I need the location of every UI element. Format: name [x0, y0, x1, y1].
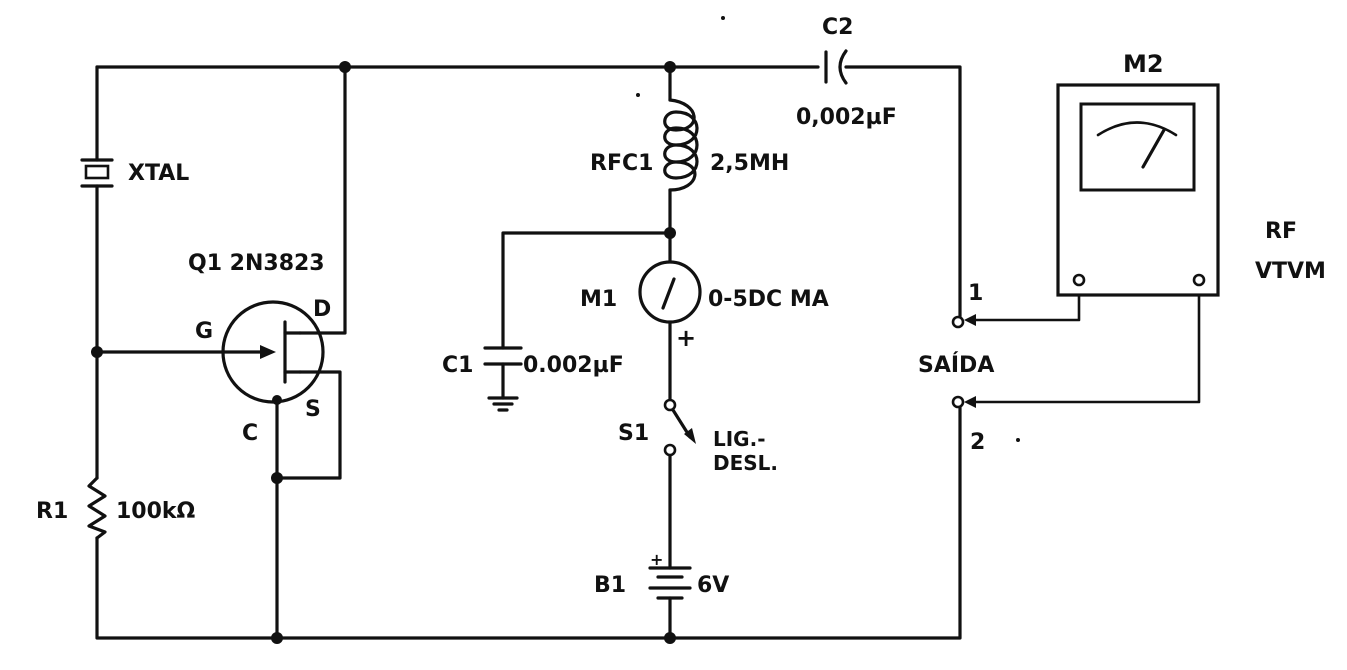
c1-value-label: 0.002µF	[523, 353, 624, 378]
rfc1-value-label: 2,5MH	[710, 151, 789, 176]
vtvm-meter-m2-symbol	[1056, 83, 1220, 297]
switch-on-label: LIG.-	[713, 427, 766, 451]
c2-value-label: 0,002µF	[796, 105, 897, 130]
source-label: S	[305, 397, 321, 422]
q1-label: Q1 2N3823	[188, 251, 325, 276]
m1-value-label: 0-5DC MA	[708, 287, 829, 312]
b1-value-label: 6V	[697, 573, 729, 598]
r1-label: R1	[36, 499, 68, 524]
r1-value-label: 100kΩ	[116, 499, 196, 524]
fet-q1-symbol	[221, 300, 325, 404]
output-terminals	[951, 314, 976, 409]
output-label: SAÍDA	[918, 352, 994, 378]
vtvm-label: VTVM	[1255, 259, 1326, 284]
case-label: C	[242, 421, 258, 446]
s1-label: S1	[618, 421, 649, 446]
switch-off-label: DESL.	[713, 451, 778, 475]
m1-plus-label: +	[676, 324, 696, 352]
terminal-2-label: 2	[970, 430, 985, 455]
battery-b1-symbol	[648, 566, 692, 600]
ammeter-m1-symbol	[638, 260, 702, 324]
gate-label: G	[195, 319, 213, 344]
m2-label: M2	[1123, 50, 1164, 78]
crystal-xtal-symbol	[80, 158, 114, 188]
rf-label: RF	[1265, 219, 1297, 244]
scan-specks	[636, 16, 1020, 442]
terminal-1-label: 1	[968, 281, 983, 306]
rfc1-label: RFC1	[590, 151, 653, 176]
battery-plus-label: +	[650, 550, 663, 569]
switch-s1-symbol	[663, 398, 696, 457]
xtal-label: XTAL	[128, 161, 189, 186]
labels: C2 0,002µF M2 RF VTVM XTAL RFC1 2,5MH Q1…	[36, 15, 1326, 598]
capacitor-c1-symbol	[483, 346, 523, 366]
drain-label: D	[313, 297, 331, 322]
m1-label: M1	[580, 287, 617, 312]
junction-dots	[91, 61, 676, 644]
b1-label: B1	[594, 573, 626, 598]
wiring	[95, 65, 1201, 640]
ground-symbol	[487, 396, 519, 412]
capacitor-c2-symbol	[824, 49, 848, 85]
inductor-rfc1-symbol	[663, 98, 699, 192]
c1-label: C1	[442, 353, 473, 378]
c2-label: C2	[822, 15, 853, 40]
resistor-r1-symbol	[87, 476, 107, 540]
